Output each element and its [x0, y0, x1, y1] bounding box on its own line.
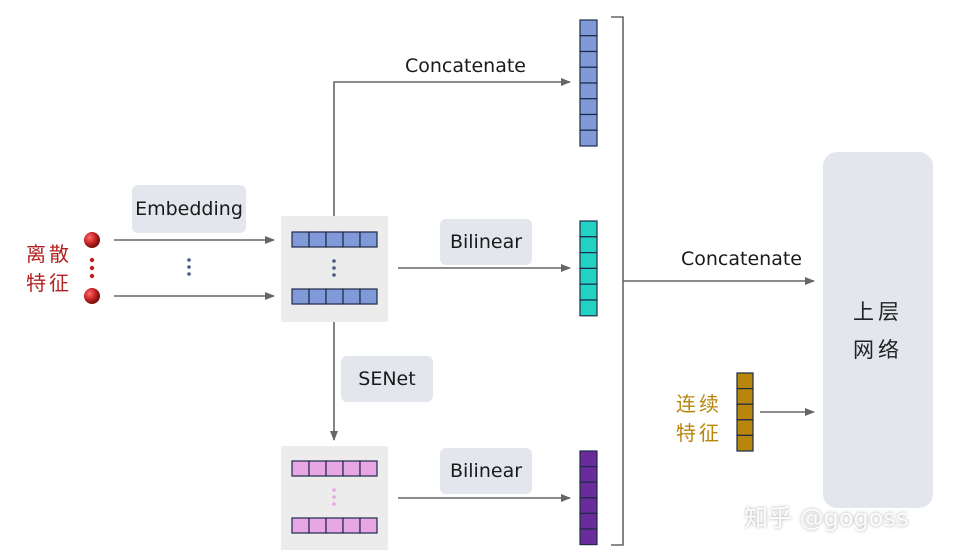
continuous-cell: [736, 419, 754, 436]
embedding-cell: [342, 288, 361, 305]
watermark: 知乎 @gogoss: [744, 504, 909, 532]
embedding-cell: [325, 288, 344, 305]
continuous-feature-label-line2: 特征: [676, 421, 722, 445]
upper-network-label-line2: 网络: [853, 338, 903, 362]
concat-cell: [579, 50, 598, 68]
senet-cell: [308, 460, 327, 477]
senet-cell: [308, 517, 327, 534]
embedding-cell: [359, 288, 378, 305]
continuous-cell: [736, 434, 754, 452]
bilinear-output-vector-bottom: [579, 450, 598, 546]
input-arrows-ellipsis: [187, 258, 191, 276]
bilinear-cell: [579, 528, 598, 546]
bilinear-bottom-pill: Bilinear: [440, 448, 532, 494]
senet-vectors-ellipsis: [332, 488, 336, 506]
concat-right-label: Concatenate: [681, 248, 802, 270]
bilinear-cell: [579, 466, 598, 483]
concat-output-vector: [579, 19, 598, 147]
embedding-vector-bottom: [291, 288, 378, 305]
concat-cell: [579, 66, 598, 84]
senet-vector-top: [291, 460, 378, 477]
senet-cell: [291, 460, 310, 477]
senet-cell: [359, 517, 378, 534]
sparse-feature-dot-top: [84, 232, 100, 248]
sparse-feature-label-line1: 离散: [26, 242, 72, 266]
embedding-vectors-ellipsis: [332, 259, 336, 277]
continuous-cell: [736, 388, 754, 405]
senet-cell: [325, 517, 344, 534]
senet-cell: [291, 517, 310, 534]
embedding-cell: [308, 288, 327, 305]
embedding-cell: [325, 231, 344, 248]
bilinear-cell: [579, 267, 598, 285]
bilinear-cell: [579, 497, 598, 514]
embedding-pill: Embedding: [132, 185, 246, 233]
continuous-cell: [736, 403, 754, 421]
sparse-feature-dot-bottom: [84, 288, 100, 304]
bilinear-cell: [579, 220, 598, 238]
upper-network-box: 上层 网络: [823, 152, 933, 508]
continuous-feature-vector: [736, 372, 754, 452]
senet-cell: [359, 460, 378, 477]
senet-cell: [342, 460, 361, 477]
embedding-cell: [342, 231, 361, 248]
concat-cell: [579, 113, 598, 131]
embedding-cell: [291, 288, 310, 305]
bilinear-cell: [579, 512, 598, 530]
sparse-feature-label-line2: 特征: [26, 271, 72, 295]
senet-pill: SENet: [341, 356, 433, 402]
embedding-vector-top: [291, 231, 378, 248]
bilinear-cell: [579, 283, 598, 301]
concat-cell: [579, 35, 598, 53]
concat-cell: [579, 19, 598, 37]
sparse-feature-dots-ellipsis: [89, 257, 95, 279]
concat-cell: [579, 129, 598, 147]
embedding-cell: [359, 231, 378, 248]
bilinear-cell: [579, 450, 598, 468]
continuous-feature-label-line1: 连续: [676, 392, 722, 416]
senet-cell: [325, 460, 344, 477]
upper-network-label-line1: 上层: [853, 300, 903, 324]
concat-bracket: [611, 16, 624, 546]
concat-cell: [579, 98, 598, 116]
concat-cell: [579, 82, 598, 100]
continuous-cell: [736, 372, 754, 390]
concat-top-arrow: [333, 78, 571, 216]
embedding-cell: [291, 231, 310, 248]
embedding-cell: [308, 231, 327, 248]
senet-cell: [342, 517, 361, 534]
concat-top-label: Concatenate: [405, 55, 526, 77]
bilinear-cell: [579, 299, 598, 317]
bilinear-top-pill: Bilinear: [440, 219, 532, 265]
bilinear-cell: [579, 481, 598, 499]
bilinear-cell: [579, 236, 598, 254]
senet-vector-bottom: [291, 517, 378, 534]
bilinear-cell: [579, 252, 598, 270]
bilinear-output-vector-top: [579, 220, 598, 317]
